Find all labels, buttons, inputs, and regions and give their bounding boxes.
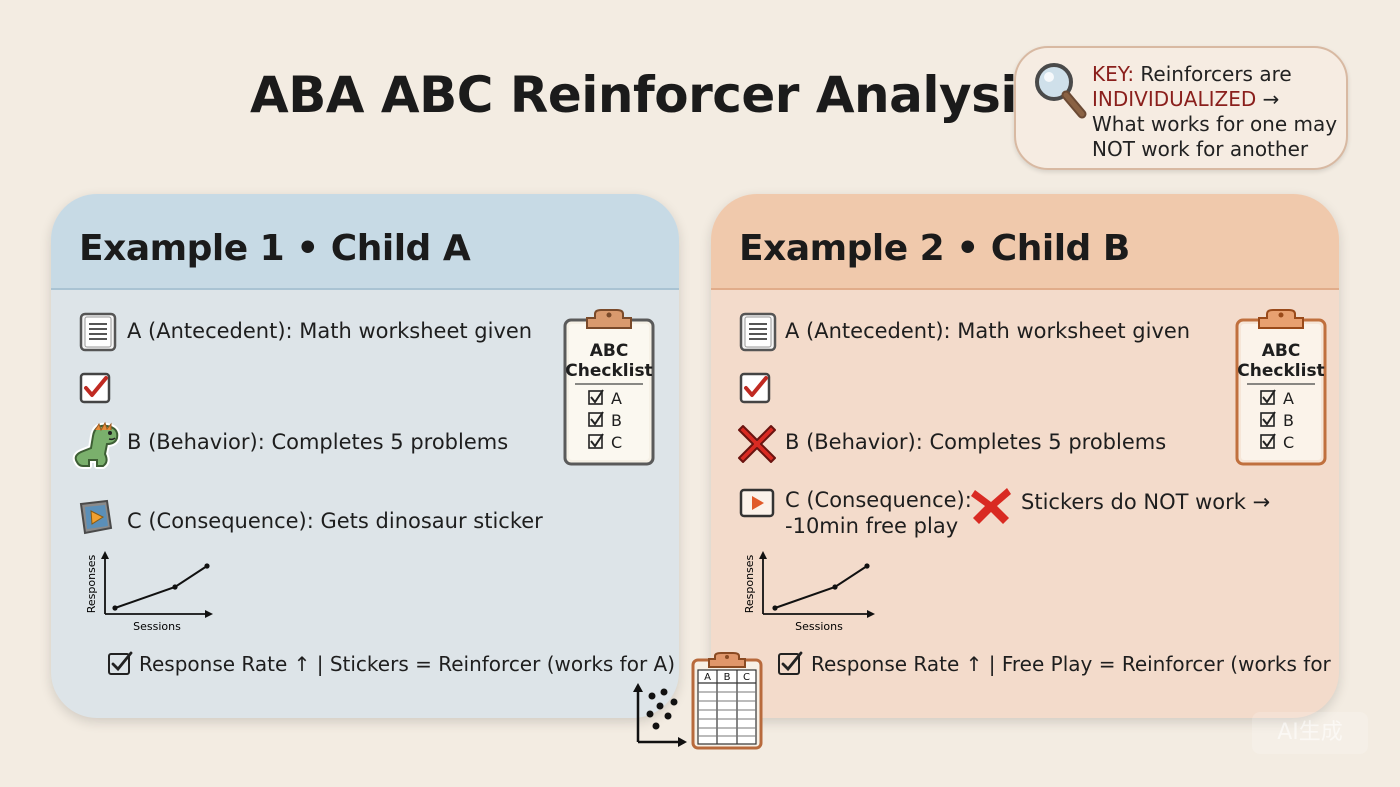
example1-panel: Example 1 • Child A A (Antecedent): Math… (51, 194, 679, 718)
example1-chart-ylabel: Responses (85, 554, 98, 613)
example1-header: Example 1 • Child A (51, 194, 679, 290)
example2-sticker-note: Stickers do NOT work → (1021, 490, 1271, 514)
checklist-title-2: Checklist (565, 361, 652, 381)
magnifier-icon (1035, 63, 1087, 119)
example1-response-chart: Responses Sessions (85, 551, 213, 633)
example2-behavior: B (Behavior): Completes 5 problems (785, 430, 1167, 454)
key-callout: KEY: Reinforcers are INDIVIDUALIZED → Wh… (1014, 46, 1348, 170)
key-highlight: INDIVIDUALIZED (1092, 87, 1257, 111)
checklist-title-1: ABC (590, 341, 629, 361)
scatter-plot-icon (633, 683, 687, 747)
checklist-item-b: B (1283, 411, 1294, 430)
key-arrow: → (1256, 87, 1280, 111)
example1-consequence: C (Consequence): Gets dinosaur sticker (127, 509, 543, 533)
play-video-icon (79, 499, 113, 535)
key-line1: Reinforcers are (1134, 62, 1292, 86)
example2-consequence-2: -10min free play (785, 514, 959, 538)
checklist-item-b: B (611, 411, 622, 430)
watermark-text: AI生成 (1277, 720, 1343, 745)
checklist-title-2: Checklist (1237, 361, 1324, 381)
key-line3: What works for one may (1092, 112, 1338, 136)
dinosaur-icon (72, 421, 121, 469)
example1-antecedent: A (Antecedent): Math worksheet given (127, 319, 533, 343)
example2-chart-ylabel: Responses (743, 554, 756, 613)
example2-header: Example 2 • Child B (711, 194, 1339, 290)
checkbox-checked-icon (79, 372, 111, 404)
checkbox-checked-icon (739, 372, 771, 404)
red-cross-icon (971, 488, 1011, 524)
worksheet-icon (739, 312, 777, 352)
checklist-item-c: C (1283, 433, 1294, 452)
example2-response-chart: Responses Sessions (743, 551, 875, 633)
example1-result: Response Rate ↑ | Stickers = Reinforcer … (139, 652, 676, 676)
result-check-icon (778, 651, 803, 675)
abc-checklist-icon: ABC Checklist A B C (563, 309, 655, 466)
abc-data-table-icon: A B C (691, 652, 763, 750)
example1-chart-xlabel: Sessions (133, 620, 181, 633)
result-check-icon (108, 651, 133, 675)
worksheet-icon (79, 312, 117, 352)
abc-checklist-icon: ABC Checklist A B C (1235, 309, 1327, 466)
example2-antecedent: A (Antecedent): Math worksheet given (785, 319, 1191, 343)
red-cross-icon (738, 425, 776, 463)
example2-chart-xlabel: Sessions (795, 620, 843, 633)
checklist-item-a: A (611, 389, 622, 408)
key-prefix: KEY: (1092, 62, 1135, 86)
play-button-icon (739, 488, 775, 518)
key-text: KEY: Reinforcers are INDIVIDUALIZED → Wh… (1092, 62, 1342, 162)
key-line4: NOT work for another (1092, 137, 1309, 161)
table-header-c: C (743, 672, 750, 683)
table-header-a: A (704, 672, 711, 683)
checklist-item-c: C (611, 433, 622, 452)
example1-behavior: B (Behavior): Completes 5 problems (127, 430, 509, 454)
example2-panel: Example 2 • Child B A (Antecedent): Math… (711, 194, 1339, 718)
checklist-title-1: ABC (1262, 341, 1301, 361)
checklist-item-a: A (1283, 389, 1294, 408)
example2-consequence-1: C (Consequence): (785, 488, 972, 512)
example2-result: Response Rate ↑ | Free Play = Reinforcer… (811, 652, 1339, 676)
table-header-b: B (724, 672, 731, 683)
ai-watermark: AI生成 (1252, 712, 1368, 754)
page-title: ABA ABC Reinforcer Analysis (250, 66, 1047, 124)
